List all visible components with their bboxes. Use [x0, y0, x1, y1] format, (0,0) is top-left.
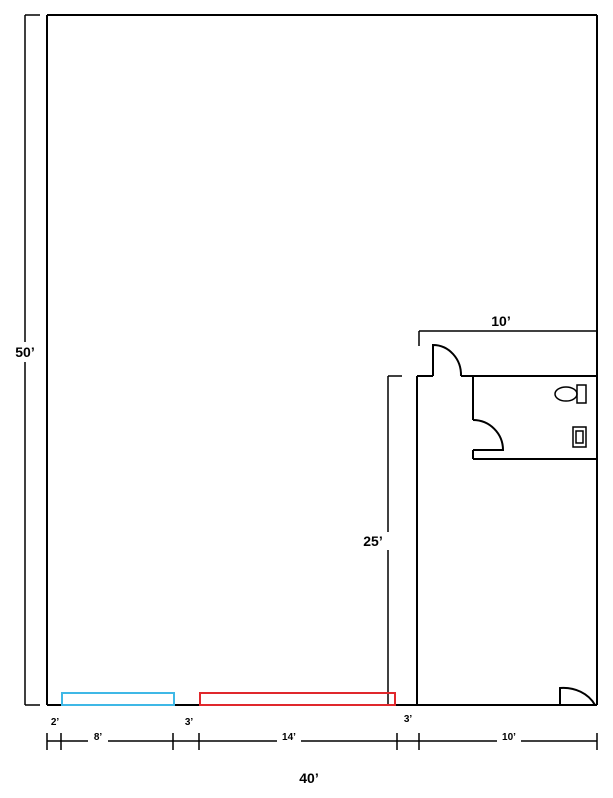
- segment-label-10: 10’: [502, 732, 516, 743]
- opening-blue: [61, 692, 175, 706]
- overall-width-label: 40’: [299, 770, 318, 786]
- office-walls: [416, 343, 597, 705]
- segment-label-2: 2’: [51, 717, 60, 728]
- office-width-dimension: 10’: [418, 313, 598, 346]
- entry-door-swing-icon: [559, 686, 596, 706]
- door-swing-icon: [432, 343, 463, 377]
- bottom-dimension-chain: 8’ 14’ 10’: [46, 729, 598, 750]
- restroom: [472, 376, 597, 460]
- segment-label-3b: 3’: [404, 714, 413, 725]
- overall-height-label: 50’: [15, 344, 34, 360]
- height-dimension: 50’: [8, 14, 42, 706]
- sink-icon: [572, 426, 587, 448]
- opening-red: [199, 692, 396, 706]
- office-width-label: 10’: [491, 313, 510, 329]
- restroom-door-swing-icon: [472, 419, 505, 451]
- segment-label-8: 8’: [94, 732, 103, 743]
- segment-label-14: 14’: [282, 732, 296, 743]
- office-depth-label: 25’: [363, 533, 382, 549]
- segment-label-3a: 3’: [185, 717, 194, 728]
- outer-walls: [46, 14, 598, 706]
- toilet-icon: [554, 384, 587, 404]
- office-depth-dimension: 25’: [359, 375, 402, 705]
